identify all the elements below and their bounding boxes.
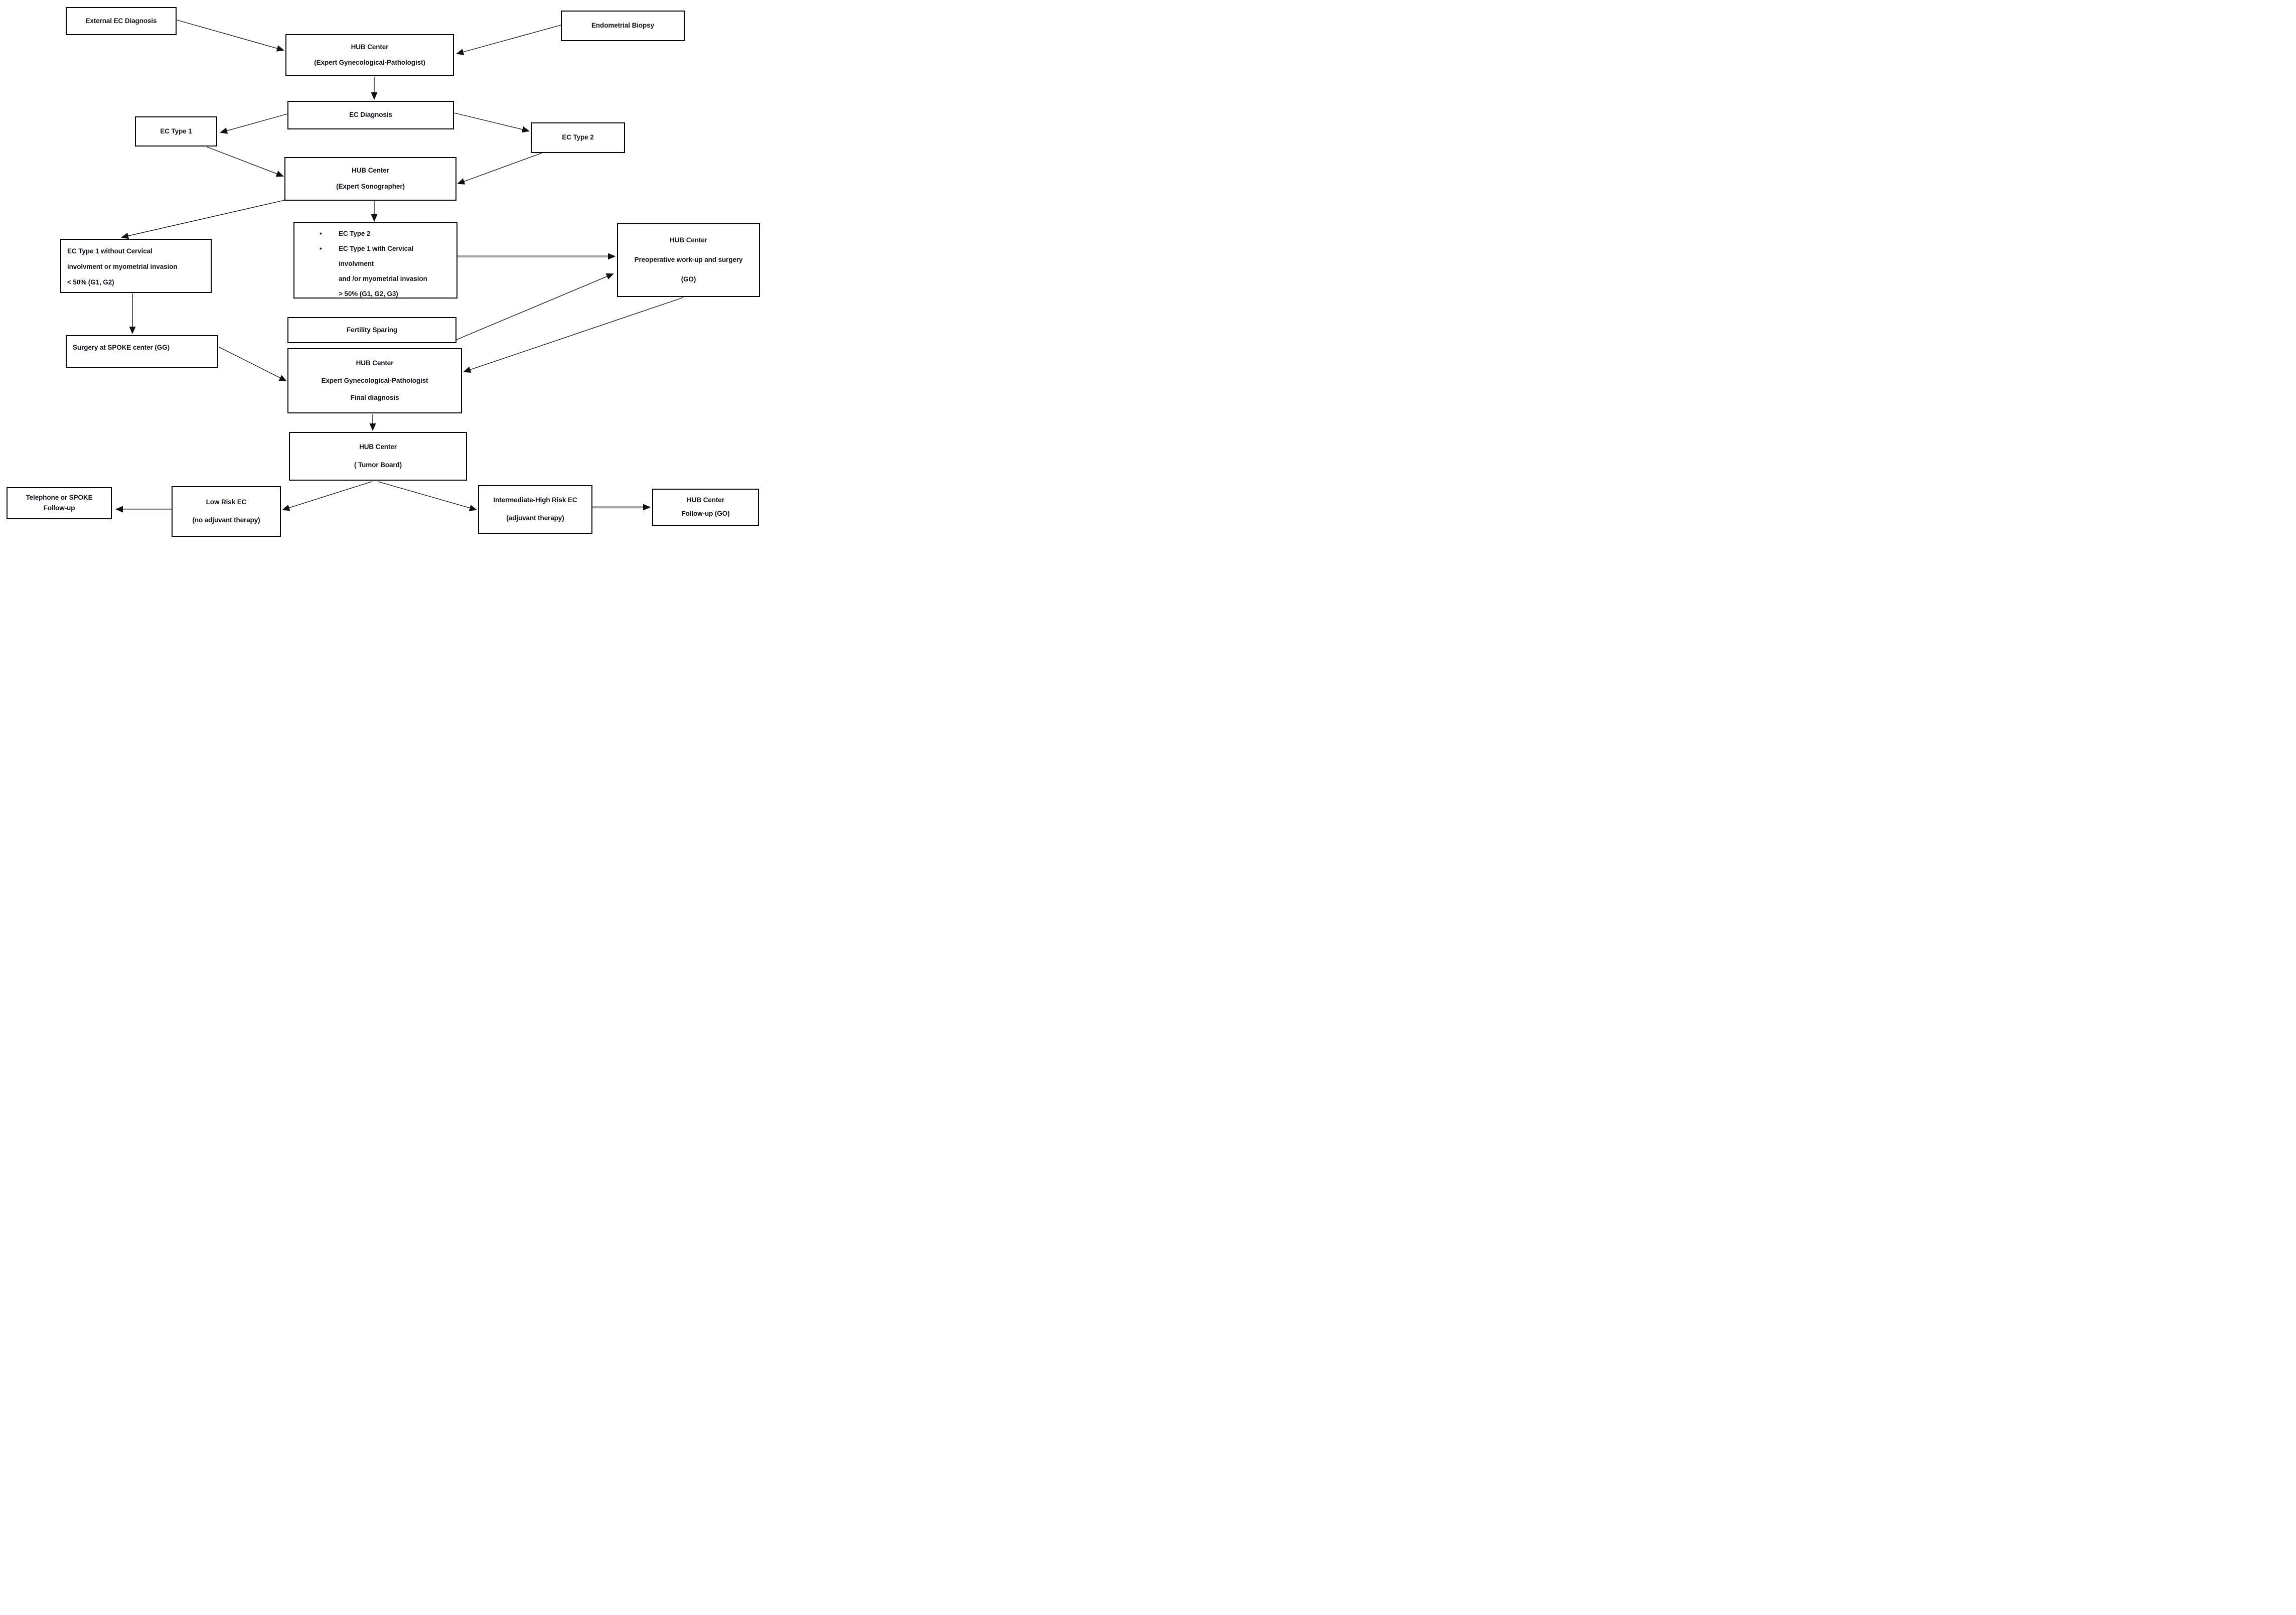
arrow-tumor-board-to-intermediate xyxy=(378,481,477,511)
node-line: (no adjuvant therapy) xyxy=(192,516,260,524)
node-hub-center-final-diagnosis: HUB Center Expert Gynecological-Patholog… xyxy=(287,348,462,413)
node-ec-diagnosis: EC Diagnosis xyxy=(287,101,454,129)
node-intermediate-high-risk-ec: Intermediate-High Risk EC (adjuvant ther… xyxy=(478,485,592,534)
node-label: Fertility Sparing xyxy=(346,326,398,334)
flow-connectors xyxy=(115,20,684,513)
bullet-line: > 50% (G1, G2, G3) xyxy=(339,290,398,298)
arrow-tumor-board-to-low-risk xyxy=(282,481,372,511)
bullet-item: • EC Type 2 xyxy=(320,226,453,241)
ec-care-pathway-flowchart: External EC Diagnosis Endometrial Biopsy… xyxy=(0,0,766,538)
arrow-fertility-to-hub-preop xyxy=(456,273,614,340)
node-endometrial-biopsy: Endometrial Biopsy xyxy=(561,11,685,41)
bullet-line: involvment xyxy=(339,260,374,267)
node-line: HUB Center xyxy=(670,236,707,244)
node-external-ec-diagnosis: External EC Diagnosis xyxy=(66,7,177,35)
node-line: (Expert Gynecological-Pathologist) xyxy=(314,59,425,67)
arrow-preop-to-hub-final xyxy=(463,297,684,373)
node-line: EC Type 1 without Cervical xyxy=(67,247,152,255)
bullet-line: EC Type 2 xyxy=(339,230,371,237)
node-line: HUB Center xyxy=(356,359,394,367)
node-ec-type-2: EC Type 2 xyxy=(531,122,625,153)
arrow-ec-diagnosis-to-type2 xyxy=(453,112,530,133)
node-line: Intermediate-High Risk EC xyxy=(493,496,577,504)
node-line: Low Risk EC xyxy=(206,498,247,506)
node-label: Endometrial Biopsy xyxy=(591,22,654,30)
node-line: involvment or myometrial invasion xyxy=(67,263,178,270)
node-line: (Expert Sonographer) xyxy=(336,183,405,191)
node-hub-center-pathologist: HUB Center (Expert Gynecological-Patholo… xyxy=(285,34,454,76)
node-line: Final diagnosis xyxy=(350,394,399,402)
arrow-type2-to-hub-sonographer xyxy=(457,153,542,185)
node-surgery-spoke-center: Surgery at SPOKE center (GG) xyxy=(66,335,218,368)
node-line: < 50% (G1, G2) xyxy=(67,278,114,286)
node-label: EC Diagnosis xyxy=(349,111,392,119)
node-label: EC Type 1 xyxy=(160,127,192,135)
node-line: HUB Center xyxy=(359,443,397,451)
arrow-type1-to-hub-sonographer xyxy=(207,146,284,177)
arrow-sonographer-to-type1-without xyxy=(121,200,285,239)
node-line: (GO) xyxy=(681,275,696,283)
node-hub-center-preoperative: HUB Center Preoperative work-up and surg… xyxy=(617,223,760,297)
arrow-biopsy-to-hub-pathologist xyxy=(456,25,561,55)
bullet-line: and /or myometrial invasion xyxy=(339,275,427,282)
node-line: Expert Gynecological-Pathologist xyxy=(321,376,428,384)
node-label: EC Type 2 xyxy=(562,133,594,141)
node-ec-type-1: EC Type 1 xyxy=(135,116,217,146)
node-ec-type1-without-involvement: EC Type 1 without Cervical involvment or… xyxy=(60,239,212,293)
node-line: (adjuvant therapy) xyxy=(506,514,564,522)
node-hub-center-sonographer: HUB Center (Expert Sonographer) xyxy=(284,157,456,201)
bullet-line: EC Type 1 with Cervical xyxy=(339,245,414,252)
node-line: HUB Center xyxy=(352,167,389,175)
node-line: Telephone or SPOKE xyxy=(26,493,93,501)
arrow-surgery-to-hub-final xyxy=(219,347,287,381)
node-sonographer-findings: • EC Type 2 • EC Type 1 with Cervical in… xyxy=(293,222,457,299)
node-telephone-spoke-followup: Telephone or SPOKE Follow-up xyxy=(7,487,112,519)
arrow-external-to-hub-pathologist xyxy=(177,20,284,52)
bullet-icon: • xyxy=(320,230,322,237)
node-line: HUB Center xyxy=(687,496,724,504)
node-label: Surgery at SPOKE center (GG) xyxy=(73,344,170,351)
node-line: Preoperative work-up and surgery xyxy=(634,256,743,264)
node-fertility-sparing: Fertility Sparing xyxy=(287,317,456,343)
node-line: Follow-up (GO) xyxy=(681,510,730,518)
bullet-icon: • xyxy=(320,245,322,252)
node-line: ( Tumor Board) xyxy=(354,461,402,469)
node-low-risk-ec: Low Risk EC (no adjuvant therapy) xyxy=(172,486,281,537)
node-hub-center-followup: HUB Center Follow-up (GO) xyxy=(652,489,759,526)
node-label: External EC Diagnosis xyxy=(85,17,157,25)
arrow-ec-diagnosis-to-type1 xyxy=(220,113,288,134)
node-line: HUB Center xyxy=(351,43,389,51)
node-hub-center-tumor-board: HUB Center ( Tumor Board) xyxy=(289,432,467,481)
node-line: Follow-up xyxy=(43,504,75,512)
bullet-item: • EC Type 1 with Cervical involvment and… xyxy=(320,241,453,302)
